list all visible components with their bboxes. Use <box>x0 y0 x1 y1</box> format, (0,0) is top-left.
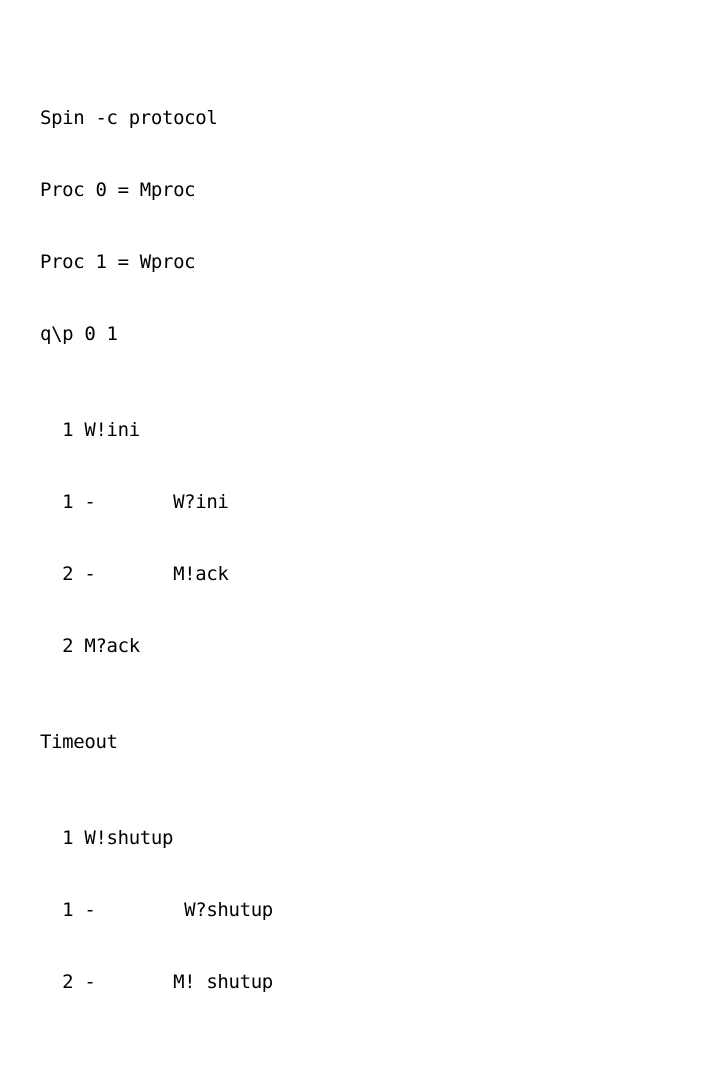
line-msg-w-send-shutup: 1 W!shutup <box>40 827 174 849</box>
line-section-timeout: Timeout <box>40 731 118 753</box>
line-command: Spin -c protocol <box>40 107 218 129</box>
line-proc-0: Proc 0 = Mproc <box>40 179 196 201</box>
line-msg-m-recv-ack: 2 M?ack <box>40 635 140 657</box>
line-msg-m-send-shutup: 2 - M! shutup <box>40 971 273 993</box>
line-msg-w-recv-ini: 1 - W?ini <box>40 491 229 513</box>
line-column-header: q\p 0 1 <box>40 323 118 345</box>
terminal-output-listing: Spin -c protocol Proc 0 = Mproc Proc 1 =… <box>40 34 700 1080</box>
line-msg-w-recv-shutup: 1 - W?shutup <box>40 899 273 921</box>
line-blank-separator <box>40 1066 700 1080</box>
line-msg-w-send-ini: 1 W!ini <box>40 419 140 441</box>
line-proc-1: Proc 1 = Wproc <box>40 251 196 273</box>
line-msg-m-send-ack: 2 - M!ack <box>40 563 229 585</box>
